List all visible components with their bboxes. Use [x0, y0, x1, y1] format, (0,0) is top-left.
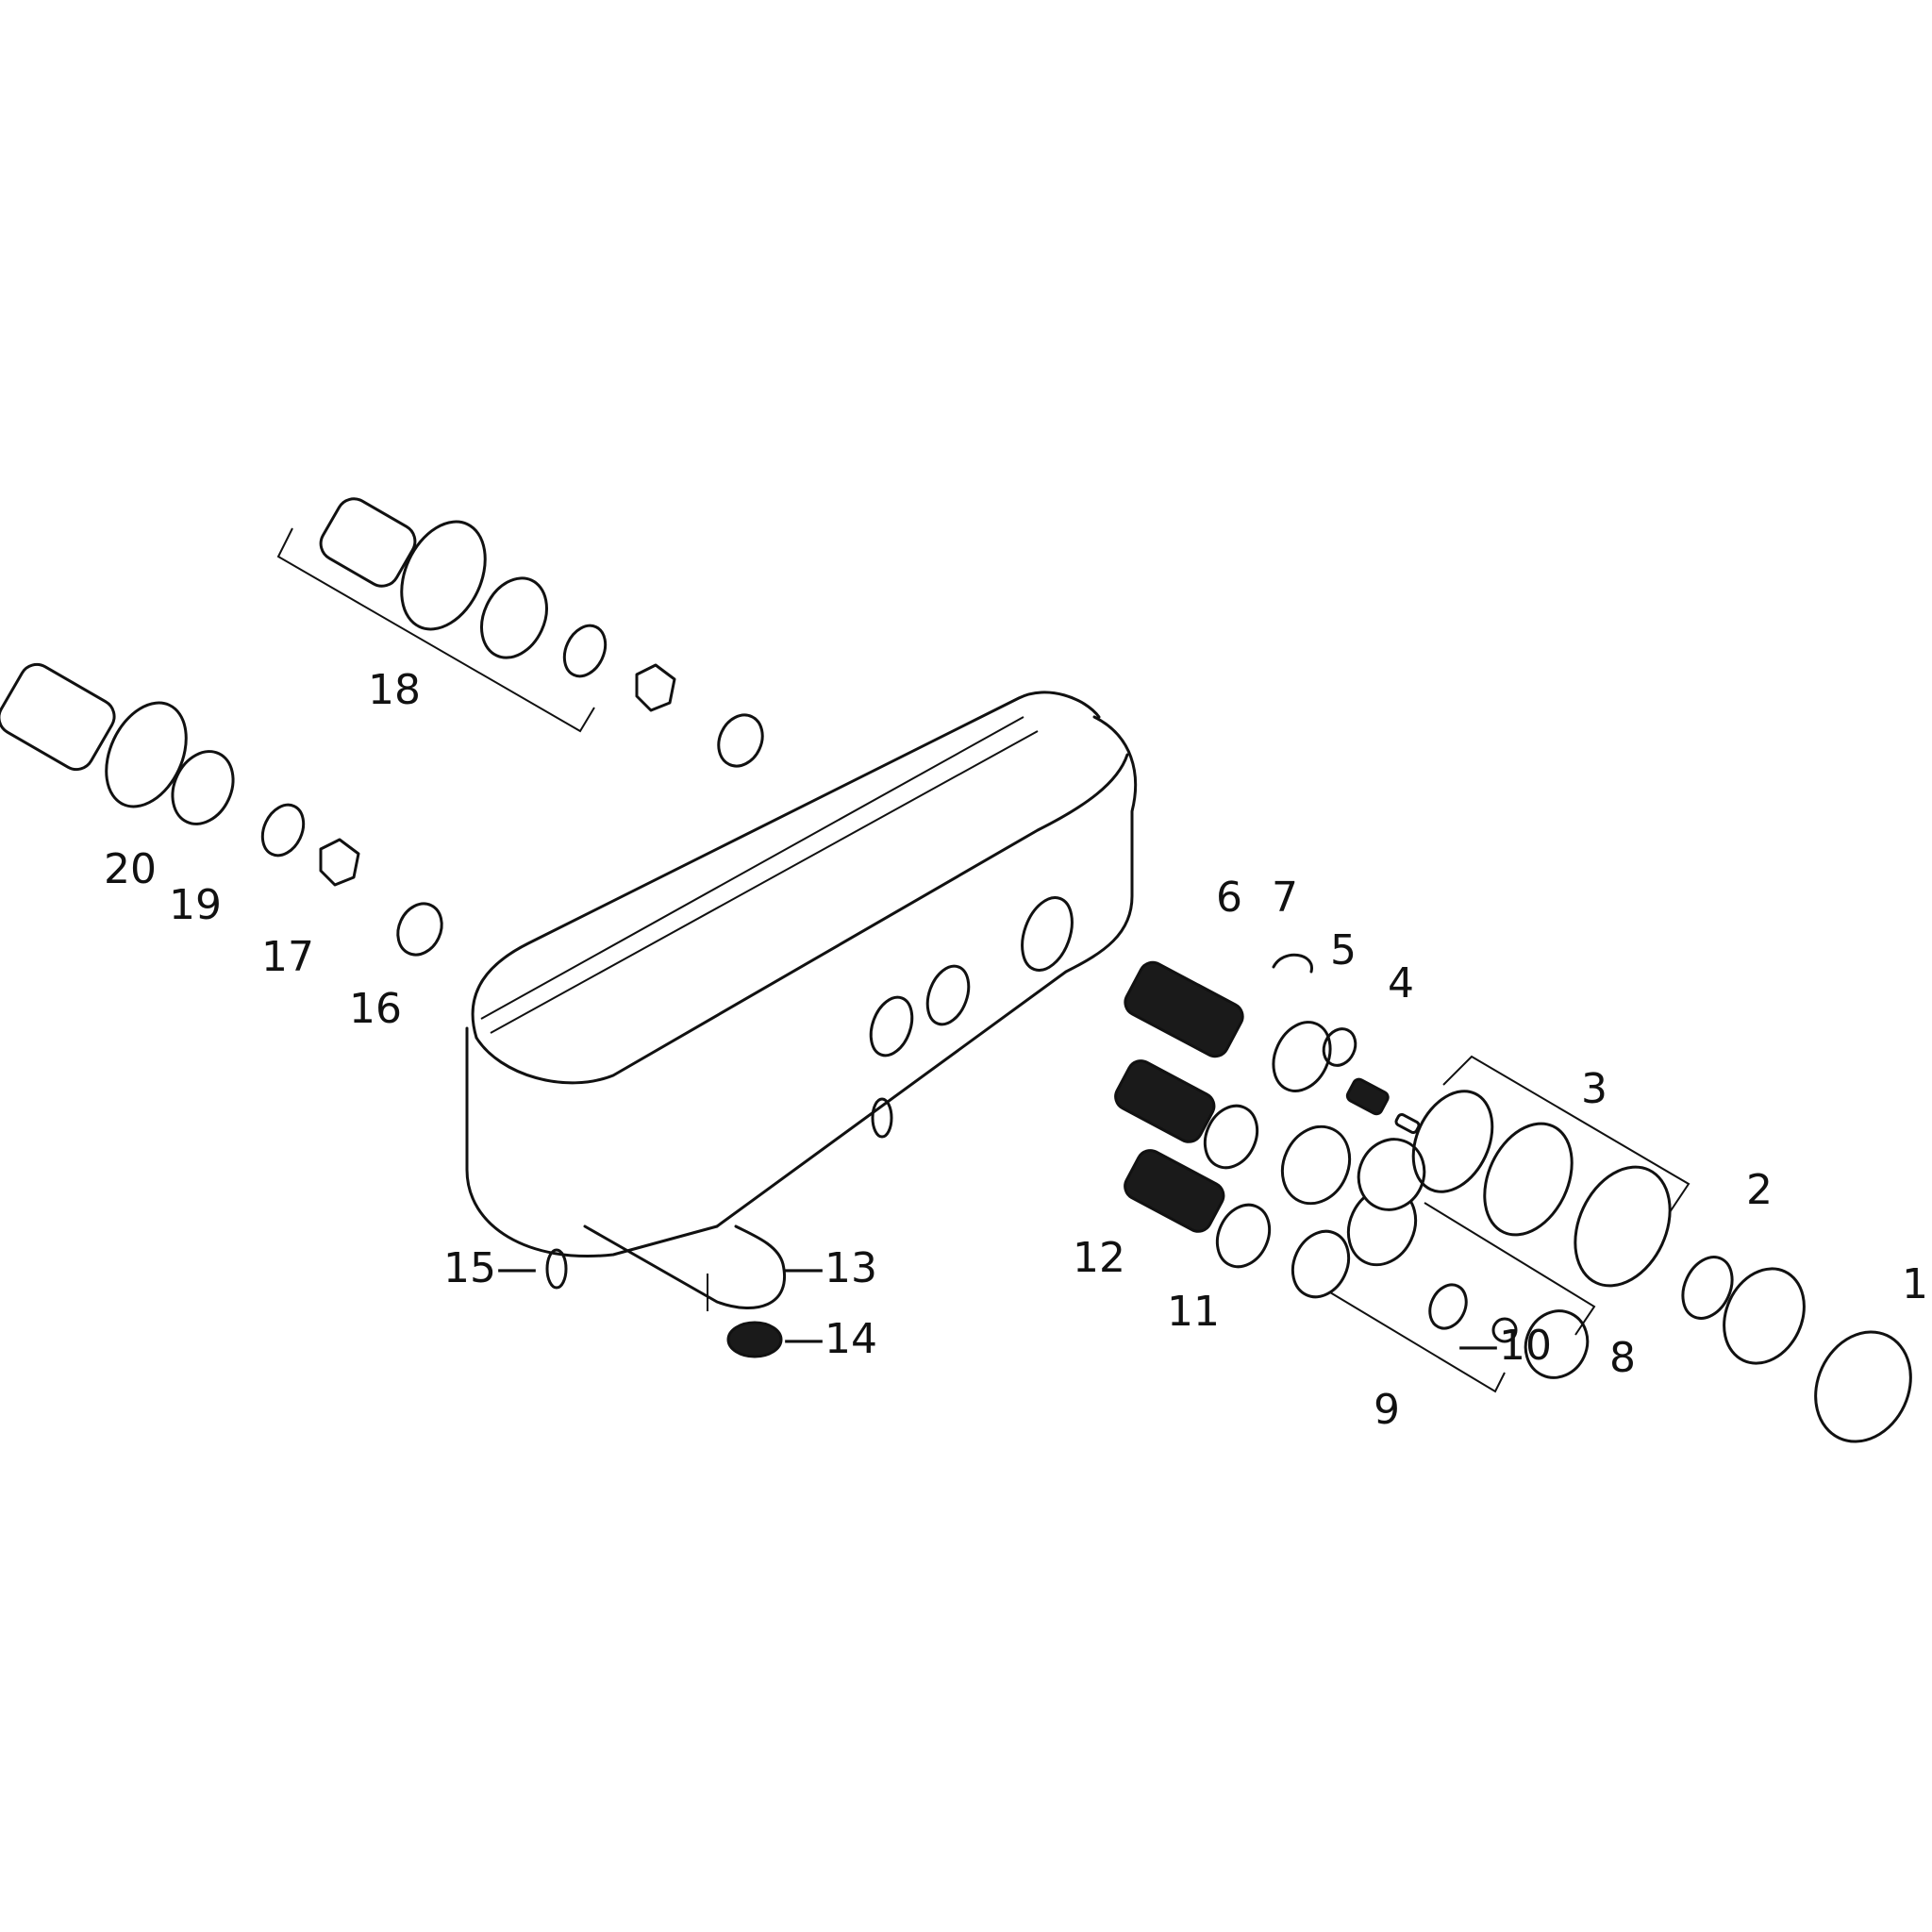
- cartridges: [545, 953, 1912, 1443]
- part-label-16: 16: [349, 985, 402, 1033]
- part-label-7: 7: [1272, 874, 1298, 922]
- part-label-17: 17: [261, 933, 314, 981]
- main-body: [465, 691, 1138, 1311]
- part-label-12: 12: [1073, 1234, 1125, 1282]
- part-label-14: —14: [783, 1315, 877, 1363]
- part-label-6: 6: [1216, 874, 1242, 922]
- part-label-8: 8: [1609, 1334, 1636, 1382]
- part-label-1: 1: [1902, 1260, 1928, 1308]
- part-label-3: 3: [1581, 1065, 1607, 1113]
- part-label-5: 5: [1330, 926, 1357, 974]
- inlet-assembly-upper: [276, 497, 764, 768]
- part-label-13: —13: [783, 1244, 877, 1292]
- part-label-11: 11: [1167, 1288, 1220, 1336]
- inlet-assembly-lower: [0, 662, 443, 957]
- part-label-20: 20: [104, 845, 157, 893]
- part-label-4: 4: [1388, 959, 1414, 1008]
- bracket-lines: [1329, 1055, 1690, 1393]
- part-label-9: 9: [1374, 1386, 1400, 1434]
- part-label-10: —10: [1457, 1322, 1552, 1370]
- part-label-18: 18: [368, 666, 421, 714]
- part-label-2: 2: [1746, 1166, 1773, 1214]
- part-label-15: 15—: [443, 1244, 538, 1292]
- part-label-19: 19: [169, 881, 222, 929]
